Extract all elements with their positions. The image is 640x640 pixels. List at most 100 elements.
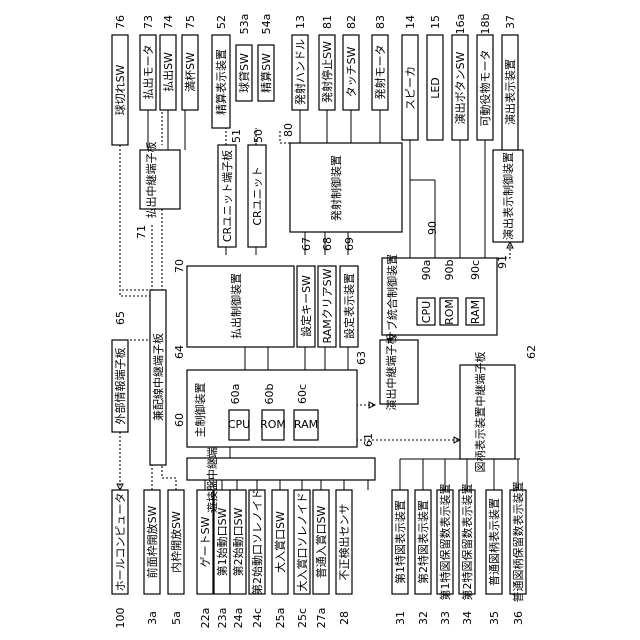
- ref-28: 28: [338, 611, 351, 625]
- ref-32: 32: [417, 611, 430, 625]
- ref-50: 50: [252, 129, 265, 143]
- setting-display-label: 設定表示装置: [342, 273, 356, 339]
- effect-display-control-label: 演出表示制御装置: [501, 152, 515, 240]
- big-prize-solenoid-label: 大入賞口ソレノイド: [295, 493, 309, 592]
- ref-25a: 25a: [274, 608, 287, 629]
- ext-info-board-label: 外部情報端子板: [113, 348, 127, 425]
- ref-54a: 54a: [260, 14, 273, 35]
- top-row-devices: 球切れSW 払出モータ 払出SW 満杯SW 精算表示装置 球貸SW 精算SW 発…: [112, 35, 518, 150]
- ref-22a: 22a: [199, 608, 212, 629]
- ref-62: 62: [525, 345, 538, 359]
- ref-36: 36: [512, 611, 525, 625]
- ref-25c: 25c: [296, 608, 309, 628]
- ref-24a: 24a: [232, 608, 245, 629]
- ref-51: 51: [230, 129, 243, 143]
- ref-37: 37: [504, 15, 517, 29]
- pattern1-display-label: 第1特図表示装置: [393, 500, 407, 584]
- effect-button-sw-label: 演出ボタンSW: [453, 51, 467, 124]
- sub-cpu-label: CPU: [420, 301, 433, 323]
- ref-74: 74: [162, 15, 175, 29]
- ref-90b: 90b: [443, 259, 456, 280]
- ref-80: 80: [282, 123, 295, 137]
- gate-sw-label: ゲートSW: [199, 516, 212, 567]
- bottom-left-inputs: ホールコンピュータ 前面枠開放SW 内枠開放SW ゲートSW 第1始動口SW 第…: [112, 489, 352, 595]
- ref-53a: 53a: [238, 14, 251, 35]
- big-prize-sw-label: 大入賞口SW: [273, 511, 287, 573]
- ref-61: 61: [362, 433, 375, 447]
- ref-82: 82: [345, 15, 358, 29]
- setting-key-sw-label: 設定キーSW: [299, 275, 313, 337]
- ref-23a: 23a: [216, 608, 229, 629]
- ref-90c: 90c: [469, 260, 482, 280]
- start-port2-solenoid-label: 第2始動口ソレノイド: [250, 489, 264, 595]
- upper-boards: 発射制御装置 CRユニット端子板 CRユニット 払出中継端子板 演出表示制御装置: [140, 142, 523, 248]
- combo-relay-board-label: 兼配線中継端子板: [151, 333, 165, 421]
- main-cpu-label: CPU: [228, 418, 250, 431]
- fraud-sensor-label: 不正検出センサ: [337, 504, 351, 581]
- ref-33: 33: [439, 611, 452, 625]
- speaker-label: スピーカ: [404, 66, 417, 110]
- start-port2-sw-label: 第2始動口SW: [231, 507, 245, 576]
- ref-24c: 24c: [251, 608, 264, 628]
- led-label: LED: [429, 77, 442, 99]
- ref-71: 71: [135, 225, 148, 239]
- credit-display-label: 精算表示装置: [214, 49, 228, 115]
- effect-display-label: 演出表示装置: [503, 59, 517, 125]
- fire-stop-sw-label: 発射停止SW: [320, 41, 334, 103]
- ref-100: 100: [114, 608, 127, 629]
- payout-sw-label: 払出SW: [161, 52, 175, 92]
- fire-motor-label: 発射モータ: [373, 45, 387, 100]
- ref-65: 65: [114, 311, 127, 325]
- pattern2-display-label: 第2特図表示装置: [416, 500, 430, 584]
- pattern-display-relay-box: [460, 365, 515, 459]
- pattern2-hold-display-label: 第2特図保留数表示装置: [460, 484, 474, 601]
- normal-pattern-display-label: 普通図柄表示装置: [487, 498, 501, 586]
- ref-83: 83: [374, 15, 387, 29]
- sub-rom-label: ROM: [443, 299, 456, 325]
- ref-27a: 27a: [315, 608, 328, 629]
- ram-clear-sw-label: RAMクリアSW: [321, 268, 334, 343]
- ref-91: 91: [496, 255, 509, 269]
- cr-unit-board-label: CRユニット端子板: [220, 150, 234, 242]
- sub-ram-label: RAM: [469, 300, 482, 324]
- fire-control-box: [290, 143, 402, 232]
- ref-75: 75: [184, 15, 197, 29]
- ref-60b: 60b: [263, 383, 276, 404]
- payout-control-label: 払出制御装置: [229, 273, 243, 339]
- ref-18b: 18b: [479, 13, 492, 34]
- ref-76: 76: [114, 15, 127, 29]
- main-control-label: 主制御装置: [193, 383, 207, 438]
- ref-15: 15: [429, 15, 442, 29]
- ref-3a: 3a: [146, 611, 159, 625]
- middle-boards: 外部情報端子板 兼配線中継端子板 遊技盤中継端子板 主制御装置 CPU ROM …: [112, 254, 515, 513]
- ref-31: 31: [394, 611, 407, 625]
- payout-motor-label: 払出モータ: [141, 45, 155, 100]
- ref-60a: 60a: [229, 384, 242, 405]
- main-ram-label: RAM: [294, 418, 318, 431]
- ref-70: 70: [173, 259, 186, 273]
- ref-60: 60: [173, 413, 186, 427]
- normal-hold-display-label: 普通図柄保留数表示装置: [511, 482, 525, 603]
- ref-81: 81: [321, 15, 334, 29]
- start-port1-sw-label: 第1始動口SW: [215, 507, 229, 576]
- ref-63: 63: [355, 351, 368, 365]
- payout-relay-board-label: 払出中継端子板: [144, 142, 158, 219]
- inner-frame-sw-label: 内枠開放SW: [169, 511, 183, 573]
- touch-sw-label: タッチSW: [345, 46, 358, 97]
- effect-relay-board-label: 演出中継端子板: [384, 334, 398, 411]
- ref-13: 13: [294, 15, 307, 29]
- ref-69: 69: [343, 237, 356, 251]
- pattern1-hold-display-label: 第1特図保留数表示装置: [438, 484, 452, 601]
- fire-handle-label: 発射ハンドル: [293, 39, 307, 105]
- ref-14: 14: [404, 15, 417, 29]
- cr-unit-label: CRユニット: [251, 166, 264, 225]
- ref-67: 67: [300, 237, 313, 251]
- main-rom-label: ROM: [260, 418, 286, 431]
- ref-73: 73: [142, 15, 155, 29]
- normal-prize-sw-label: 普通入賞口SW: [314, 505, 328, 578]
- ref-64: 64: [173, 345, 186, 359]
- ref-60c: 60c: [296, 384, 309, 404]
- hole-computer-label: ホールコンピュータ: [114, 493, 127, 592]
